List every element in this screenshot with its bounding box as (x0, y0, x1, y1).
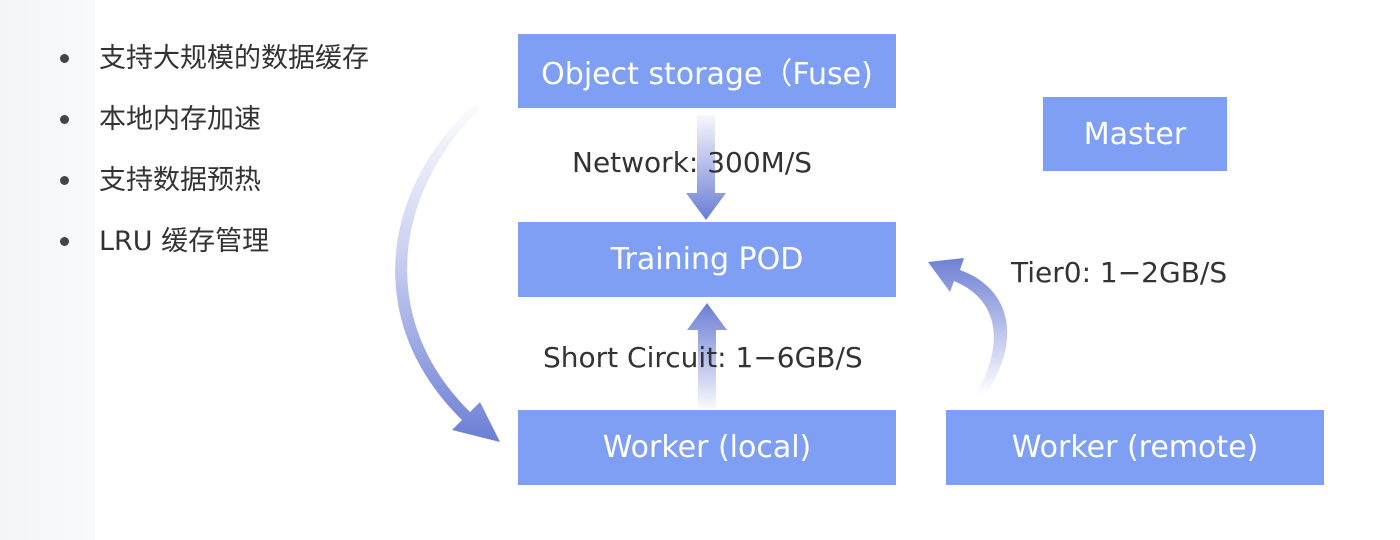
worker-remote-label: Worker (remote) (1011, 430, 1259, 465)
bullet-icon (60, 237, 69, 246)
fetch-to-local-arrow (395, 92, 500, 442)
network-speed-label: Network: 300M/S (572, 146, 813, 179)
worker-local-label: Worker (local) (602, 430, 812, 465)
tier0-speed-label: Tier0: 1−2GB/S (1011, 256, 1228, 289)
worker-local-node: Worker (local) (518, 410, 896, 485)
feature-text: 支持大规模的数据缓存 (99, 42, 369, 74)
feature-text: 支持数据预热 (99, 164, 261, 196)
feature-item: 本地内存加速 (60, 89, 369, 150)
bullet-icon (60, 176, 69, 185)
object-storage-node: Object storage（Fuse) (518, 34, 896, 108)
feature-item: LRU 缓存管理 (60, 211, 369, 272)
feature-item: 支持大规模的数据缓存 (60, 28, 369, 89)
feature-item: 支持数据预热 (60, 150, 369, 211)
short-circuit-arrow (687, 303, 727, 408)
network-arrow (686, 115, 726, 220)
left-panel-background (0, 0, 95, 540)
bullet-icon (60, 54, 69, 63)
training-pod-label: Training POD (610, 242, 804, 277)
master-label: Master (1083, 116, 1187, 152)
feature-text: LRU 缓存管理 (99, 225, 270, 257)
tier0-arrow (928, 258, 1008, 395)
bullet-icon (60, 115, 69, 124)
object-storage-label: Object storage（Fuse) (541, 57, 873, 92)
short-circuit-speed-label: Short Circuit: 1−6GB/S (543, 341, 863, 374)
training-pod-node: Training POD (518, 222, 896, 297)
feature-text: 本地内存加速 (99, 103, 261, 135)
feature-list: 支持大规模的数据缓存 本地内存加速 支持数据预热 LRU 缓存管理 (60, 28, 369, 272)
master-node: Master (1043, 97, 1227, 171)
worker-remote-node: Worker (remote) (946, 410, 1324, 485)
